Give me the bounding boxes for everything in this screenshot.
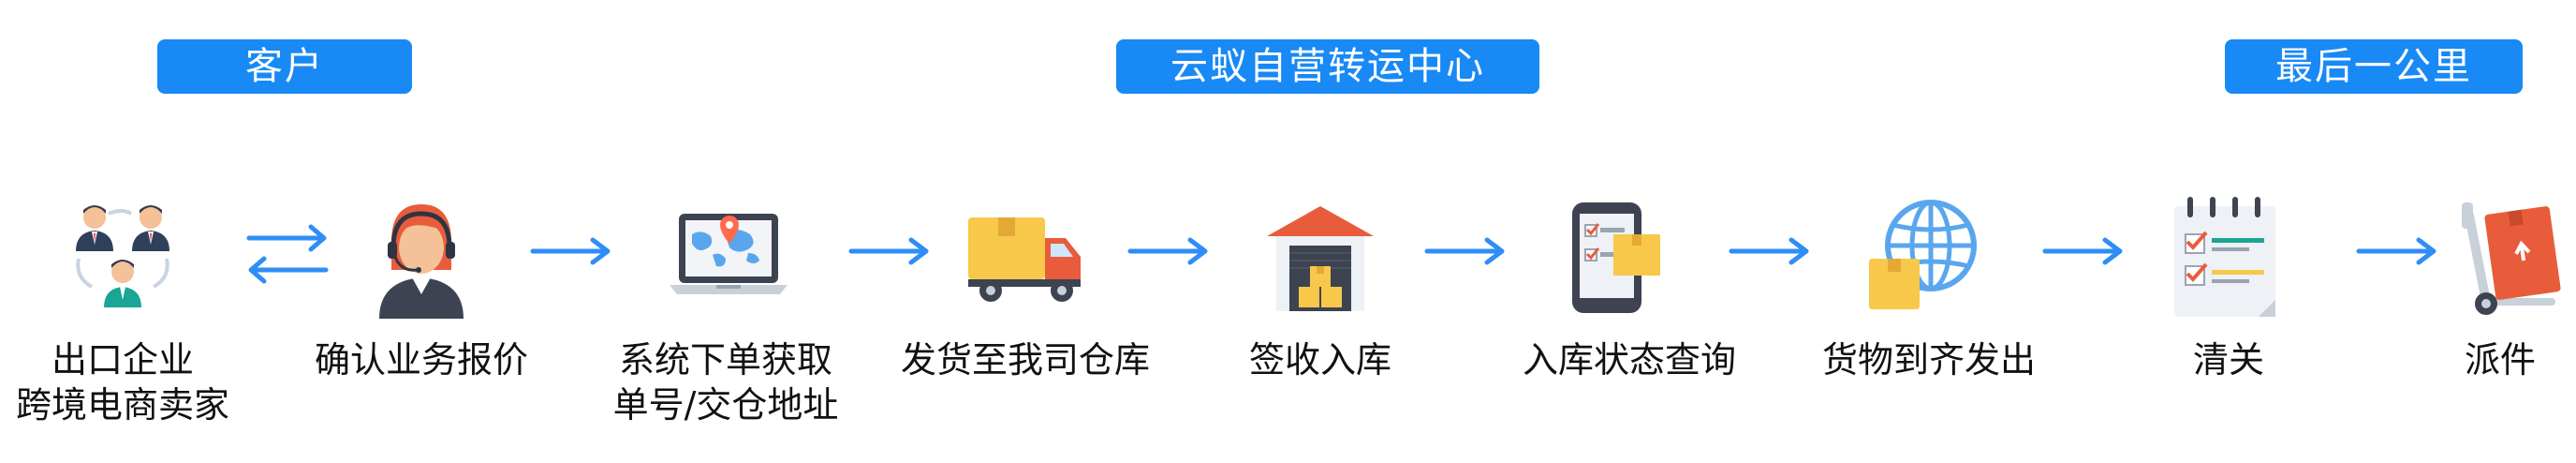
arrow-right-icon <box>2355 234 2439 268</box>
arrow-right-icon <box>1728 234 1812 268</box>
arrow-right-icon <box>2041 234 2126 268</box>
customer-service-icon <box>361 197 482 319</box>
step-label-ship: 发货至我司仓库 <box>900 339 1150 381</box>
step-label-receive: 签收入库 <box>1248 339 1391 381</box>
clipboard-checklist-icon <box>2165 197 2287 319</box>
warehouse-icon <box>1259 197 1381 319</box>
header-last-mile: 最后一公里 <box>2225 39 2523 94</box>
laptop-map-icon <box>668 197 789 319</box>
step-label-exporter: 出口企业 跨境电商卖家 <box>15 339 229 426</box>
arrow-right-icon <box>1423 234 1508 268</box>
arrow-right-icon <box>529 234 613 268</box>
step-label-dispatch: 货物到齐发出 <box>1821 339 2036 381</box>
hand-truck-icon <box>2449 197 2570 319</box>
step-label-order: 系统下单获取 单号/交仓地址 <box>612 339 839 426</box>
phone-checklist-icon <box>1559 197 1681 319</box>
truck-icon <box>964 197 1086 319</box>
arrow-right-icon <box>847 234 932 268</box>
step-label-delivery: 派件 <box>2464 339 2536 381</box>
people-group-icon <box>62 197 184 319</box>
step-label-quote: 确认业务报价 <box>314 339 528 381</box>
arrow-right-icon <box>1126 234 1211 268</box>
step-label-status-query: 入库状态查询 <box>1522 339 1736 381</box>
globe-box-icon <box>1863 197 1985 319</box>
double-arrow-icon <box>245 221 330 287</box>
header-transit-center: 云蚁自营转运中心 <box>1116 39 1539 94</box>
header-customer: 客户 <box>157 39 412 94</box>
step-label-customs: 清关 <box>2192 339 2264 381</box>
